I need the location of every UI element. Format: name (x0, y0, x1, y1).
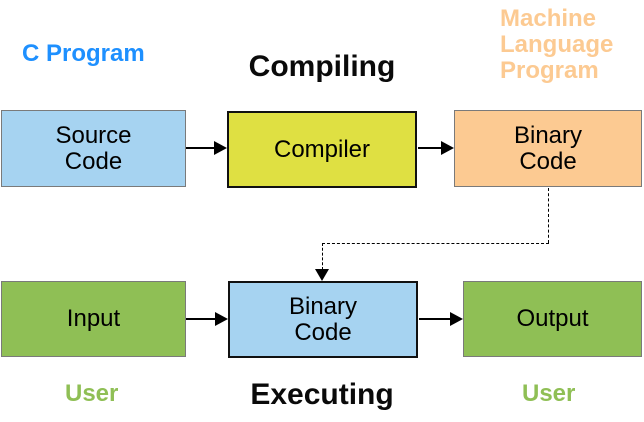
dashed-arrow-head-icon (315, 269, 329, 281)
executing-title: Executing (250, 378, 394, 411)
output-label: Output (516, 305, 589, 332)
source-code-box: Source Code (1, 110, 186, 187)
arrow-head-icon (215, 312, 228, 326)
dashed-segment-vertical-left (322, 243, 323, 270)
user-right-label: User (522, 380, 576, 407)
user-left-label: User (65, 380, 119, 407)
dashed-segment-vertical-right (548, 188, 549, 243)
arrow-shaft (186, 147, 215, 149)
arrow-shaft (186, 318, 216, 320)
output-box: Output (463, 281, 642, 357)
compiler-box: Compiler (227, 111, 417, 188)
input-label: Input (66, 305, 121, 332)
arrow-head-icon (214, 141, 227, 155)
input-box: Input (1, 281, 186, 357)
arrow-head-icon (450, 312, 463, 326)
binary-code-bottom-label: Binary Code (288, 292, 358, 346)
arrow-shaft (418, 147, 442, 149)
binary-code-top-label: Binary Code (513, 121, 583, 175)
machine-language-program-label: Machine Language Program (500, 5, 614, 84)
arrow-shaft (419, 318, 451, 320)
c-program-label: C Program (22, 40, 145, 67)
compiling-title: Compiling (248, 50, 396, 83)
source-code-label: Source Code (55, 121, 132, 175)
dashed-segment-horizontal (322, 243, 549, 244)
binary-code-bottom-box: Binary Code (228, 281, 418, 358)
binary-code-top-box: Binary Code (454, 110, 642, 187)
arrow-head-icon (441, 141, 454, 155)
compiler-label: Compiler (273, 135, 371, 163)
